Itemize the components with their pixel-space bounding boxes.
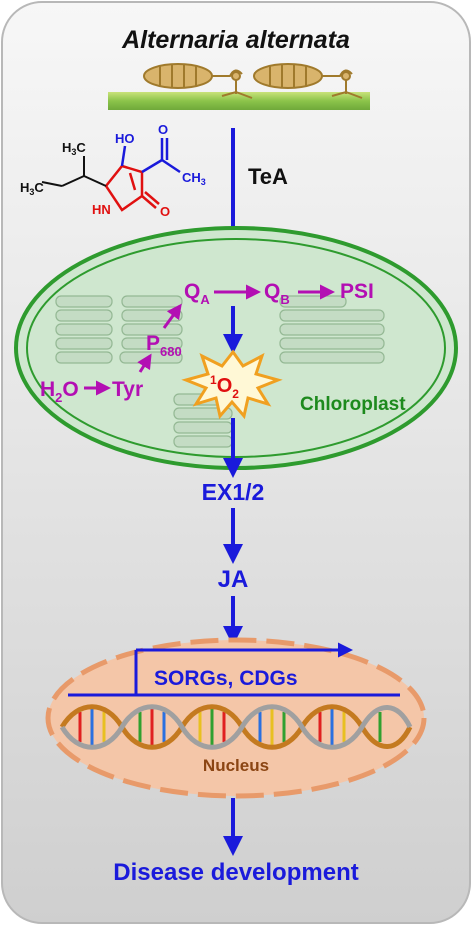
water-label: H2O — [40, 378, 79, 405]
acetyl-bond — [141, 158, 163, 174]
ex-label: EX1/2 — [202, 479, 265, 505]
ring-carbonyl-bond-2 — [144, 191, 160, 205]
singlet-oxygen-label: 1O2 — [210, 373, 239, 401]
hydroxyl-bond — [120, 145, 127, 167]
burst-shape — [181, 349, 283, 420]
organism-title: Alternaria alternata — [121, 26, 350, 54]
fungal-spore-right — [253, 63, 363, 99]
singlet-oxygen-burst: 1O2 — [181, 349, 283, 420]
p680-label: P680 — [146, 332, 182, 359]
methyl-bond-right — [161, 158, 181, 174]
nucleus-label: Nucleus — [203, 756, 269, 775]
methyl-lower-label: H3C — [20, 180, 44, 197]
nucleus: SORGs, CDGs — [45, 637, 427, 799]
tyr-label: Tyr — [112, 378, 143, 401]
ring-o-label: O — [160, 204, 170, 219]
methyl-right-label: CH3 — [182, 170, 206, 187]
disease-development-label: Disease development — [113, 859, 358, 886]
qb-label: QB — [264, 280, 290, 307]
dna-strand-2 — [59, 704, 413, 750]
ring-double-bond — [128, 172, 137, 191]
chloroplast-inner-membrane — [26, 238, 446, 458]
chloroplast-label: Chloroplast — [300, 394, 406, 415]
pyrrolinone-ring — [104, 164, 144, 212]
ethyl-bond — [61, 175, 85, 187]
leaf-strip — [108, 92, 370, 110]
chloroplast: H2O Tyr P680 QA QB PSI 1O2 Chloroplast — [14, 226, 458, 470]
target-genes-label: SORGs, CDGs — [154, 667, 298, 690]
ring-carbonyl-bond-1 — [141, 195, 157, 209]
qa-label: QA — [184, 280, 210, 307]
ja-label: JA — [218, 566, 249, 593]
methyl-upper-label: H3C — [62, 140, 86, 157]
fungal-spore-left — [143, 63, 253, 99]
electron-transport-chain: H2O Tyr P680 QA QB PSI — [40, 280, 374, 405]
nh-label: HN — [92, 202, 111, 217]
psi-label: PSI — [340, 280, 374, 303]
toxin-label: TeA — [248, 164, 288, 189]
hydroxyl-label: HO — [115, 131, 135, 146]
side-chain-bond — [83, 175, 107, 187]
p680-to-qa-arrow — [162, 303, 182, 329]
fungus-on-leaf-illustration — [108, 63, 370, 110]
ethyl-end-bond — [41, 181, 63, 187]
ketone-o-label: O — [158, 122, 168, 137]
dna-double-helix — [59, 704, 413, 750]
tenuazonic-acid-structure: HO O CH3 O HN H3C H3C — [20, 122, 206, 219]
tyr-to-p680-arrow — [137, 353, 152, 373]
